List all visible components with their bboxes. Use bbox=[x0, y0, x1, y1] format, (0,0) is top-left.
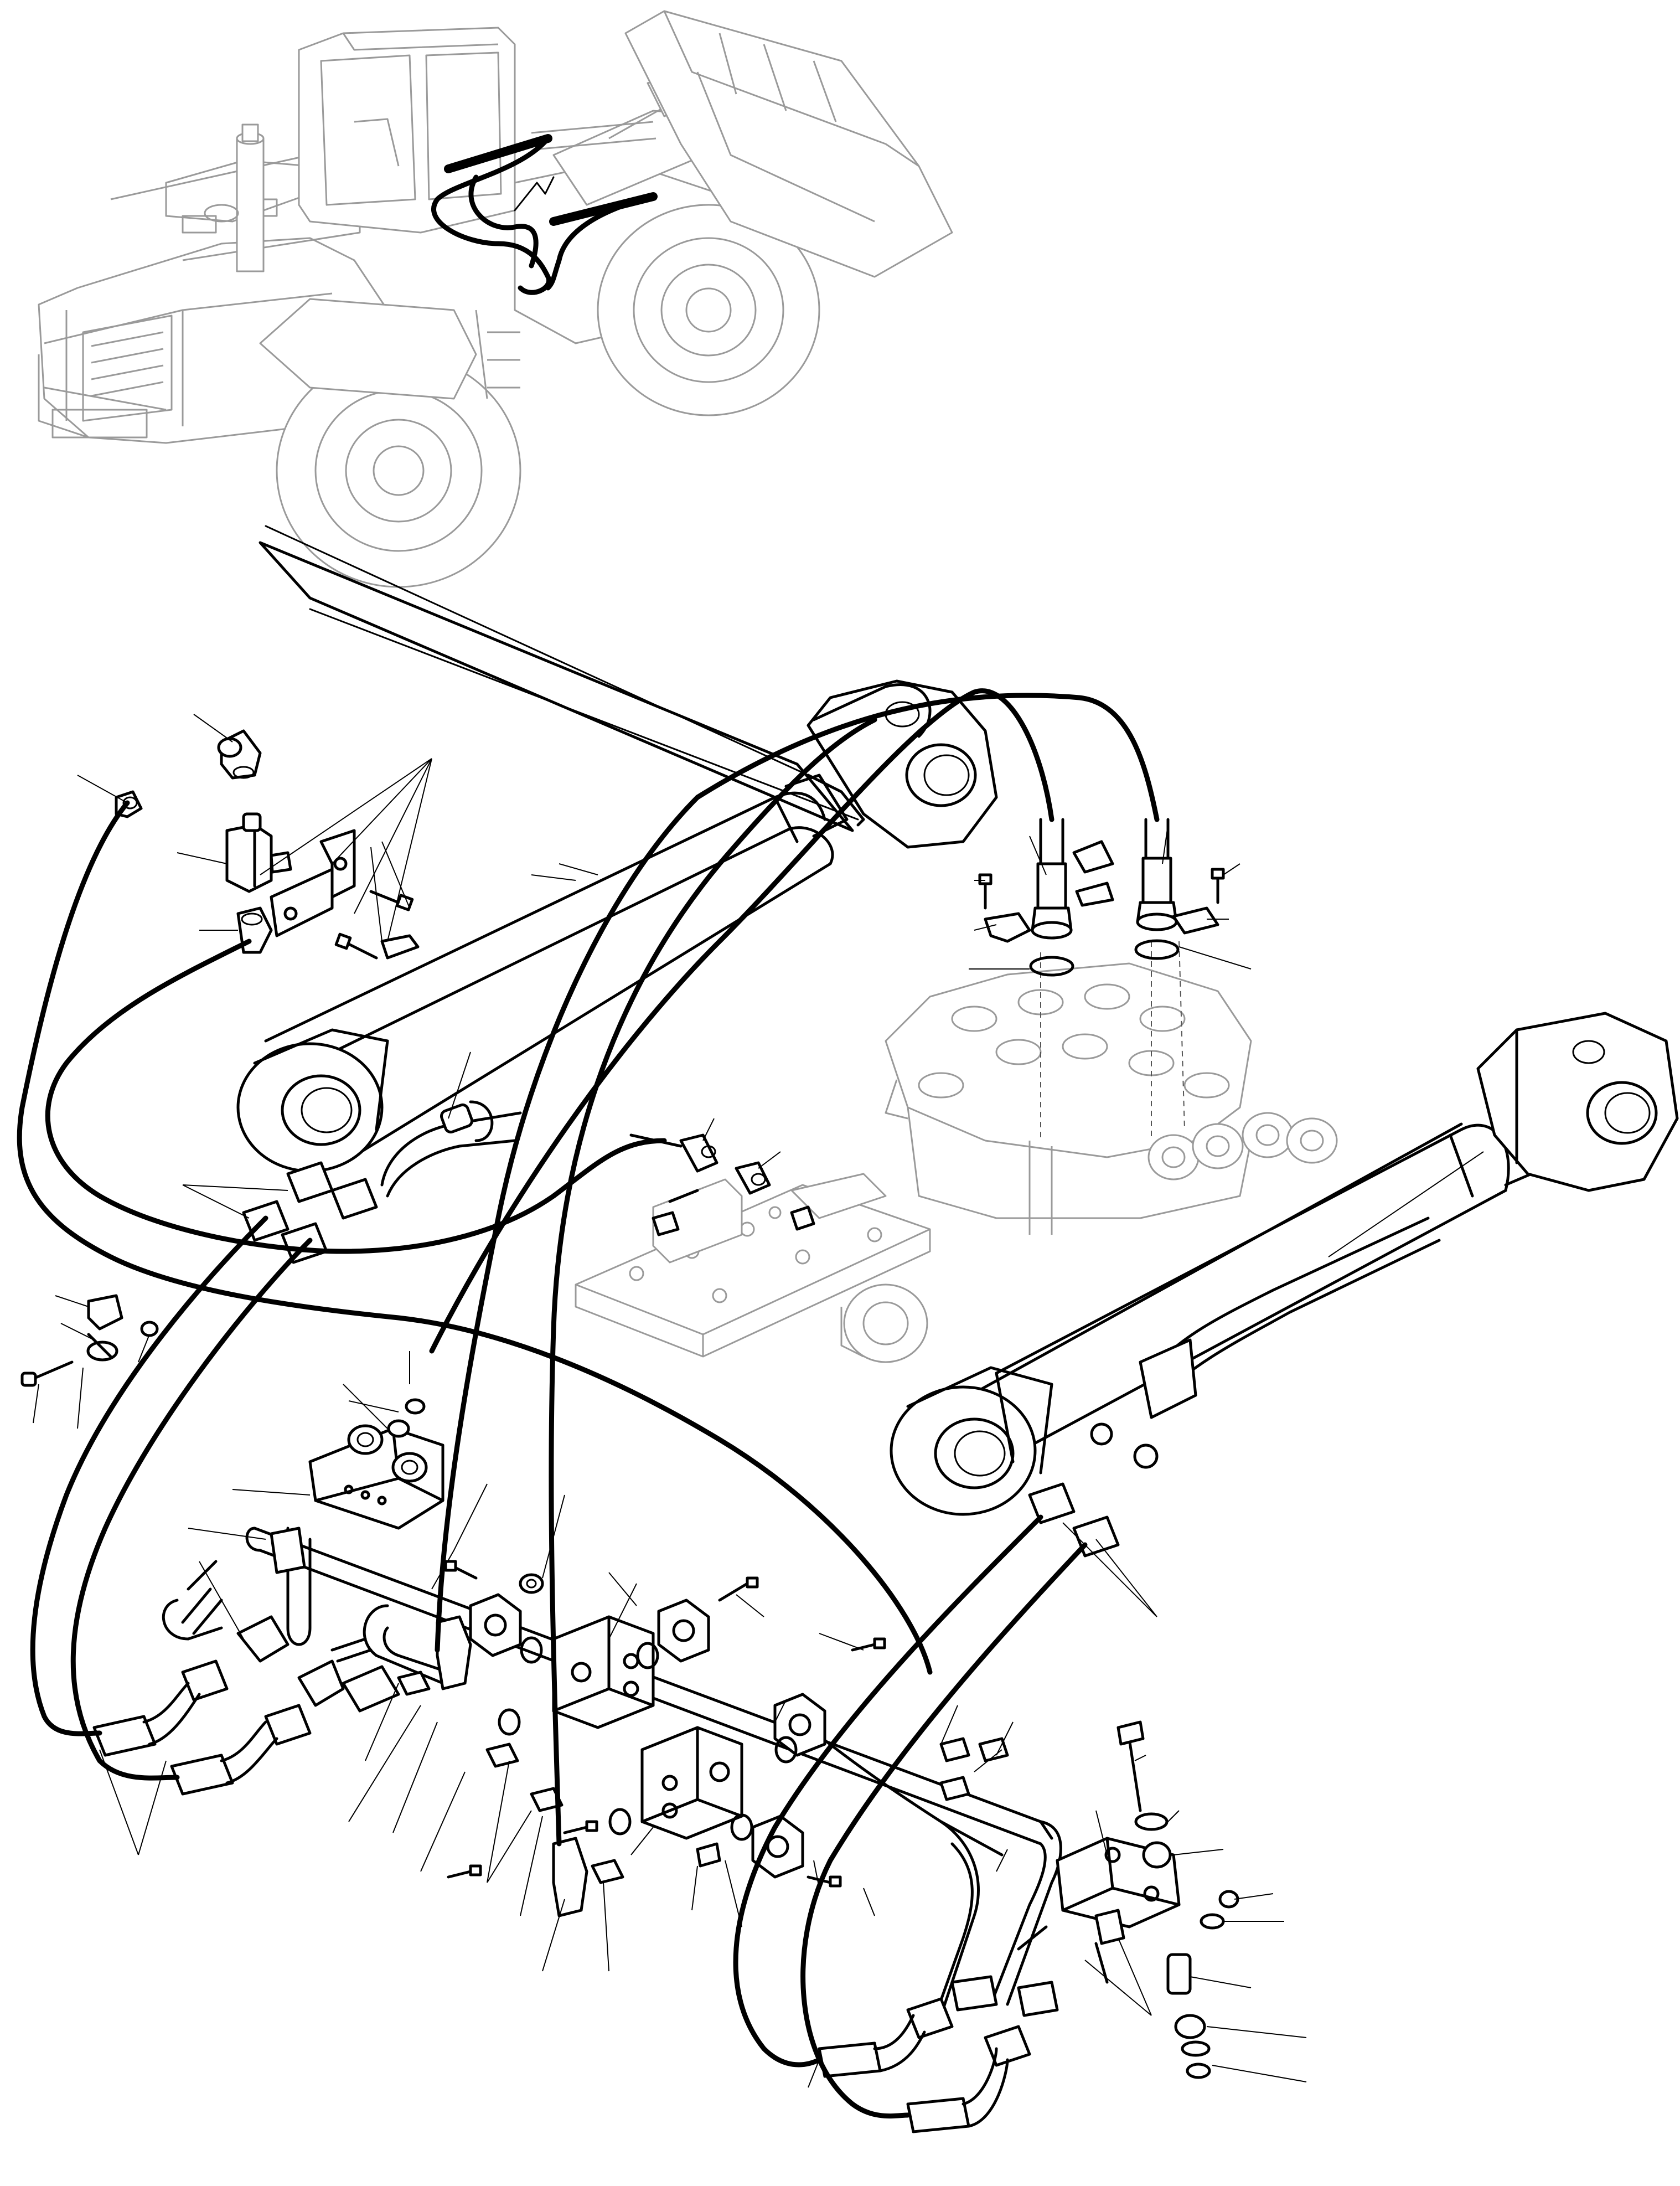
pilot-valve-bracket bbox=[115, 729, 420, 960]
wheel-loader-overview bbox=[38, 10, 953, 588]
pilot-valve-plate bbox=[575, 1173, 931, 1363]
manifold-piping bbox=[162, 1398, 1062, 2017]
hoses-main bbox=[17, 688, 1160, 2119]
control-valve bbox=[885, 941, 1338, 1235]
bracket-right bbox=[1017, 1720, 1239, 2079]
hose-fittings-lower-right bbox=[818, 1482, 1120, 2133]
swivel-fittings-center bbox=[629, 1133, 771, 1195]
leader-lines bbox=[33, 714, 1484, 2088]
valve-port-connections bbox=[978, 818, 1225, 977]
lift-cylinder-right bbox=[890, 1012, 1679, 1516]
